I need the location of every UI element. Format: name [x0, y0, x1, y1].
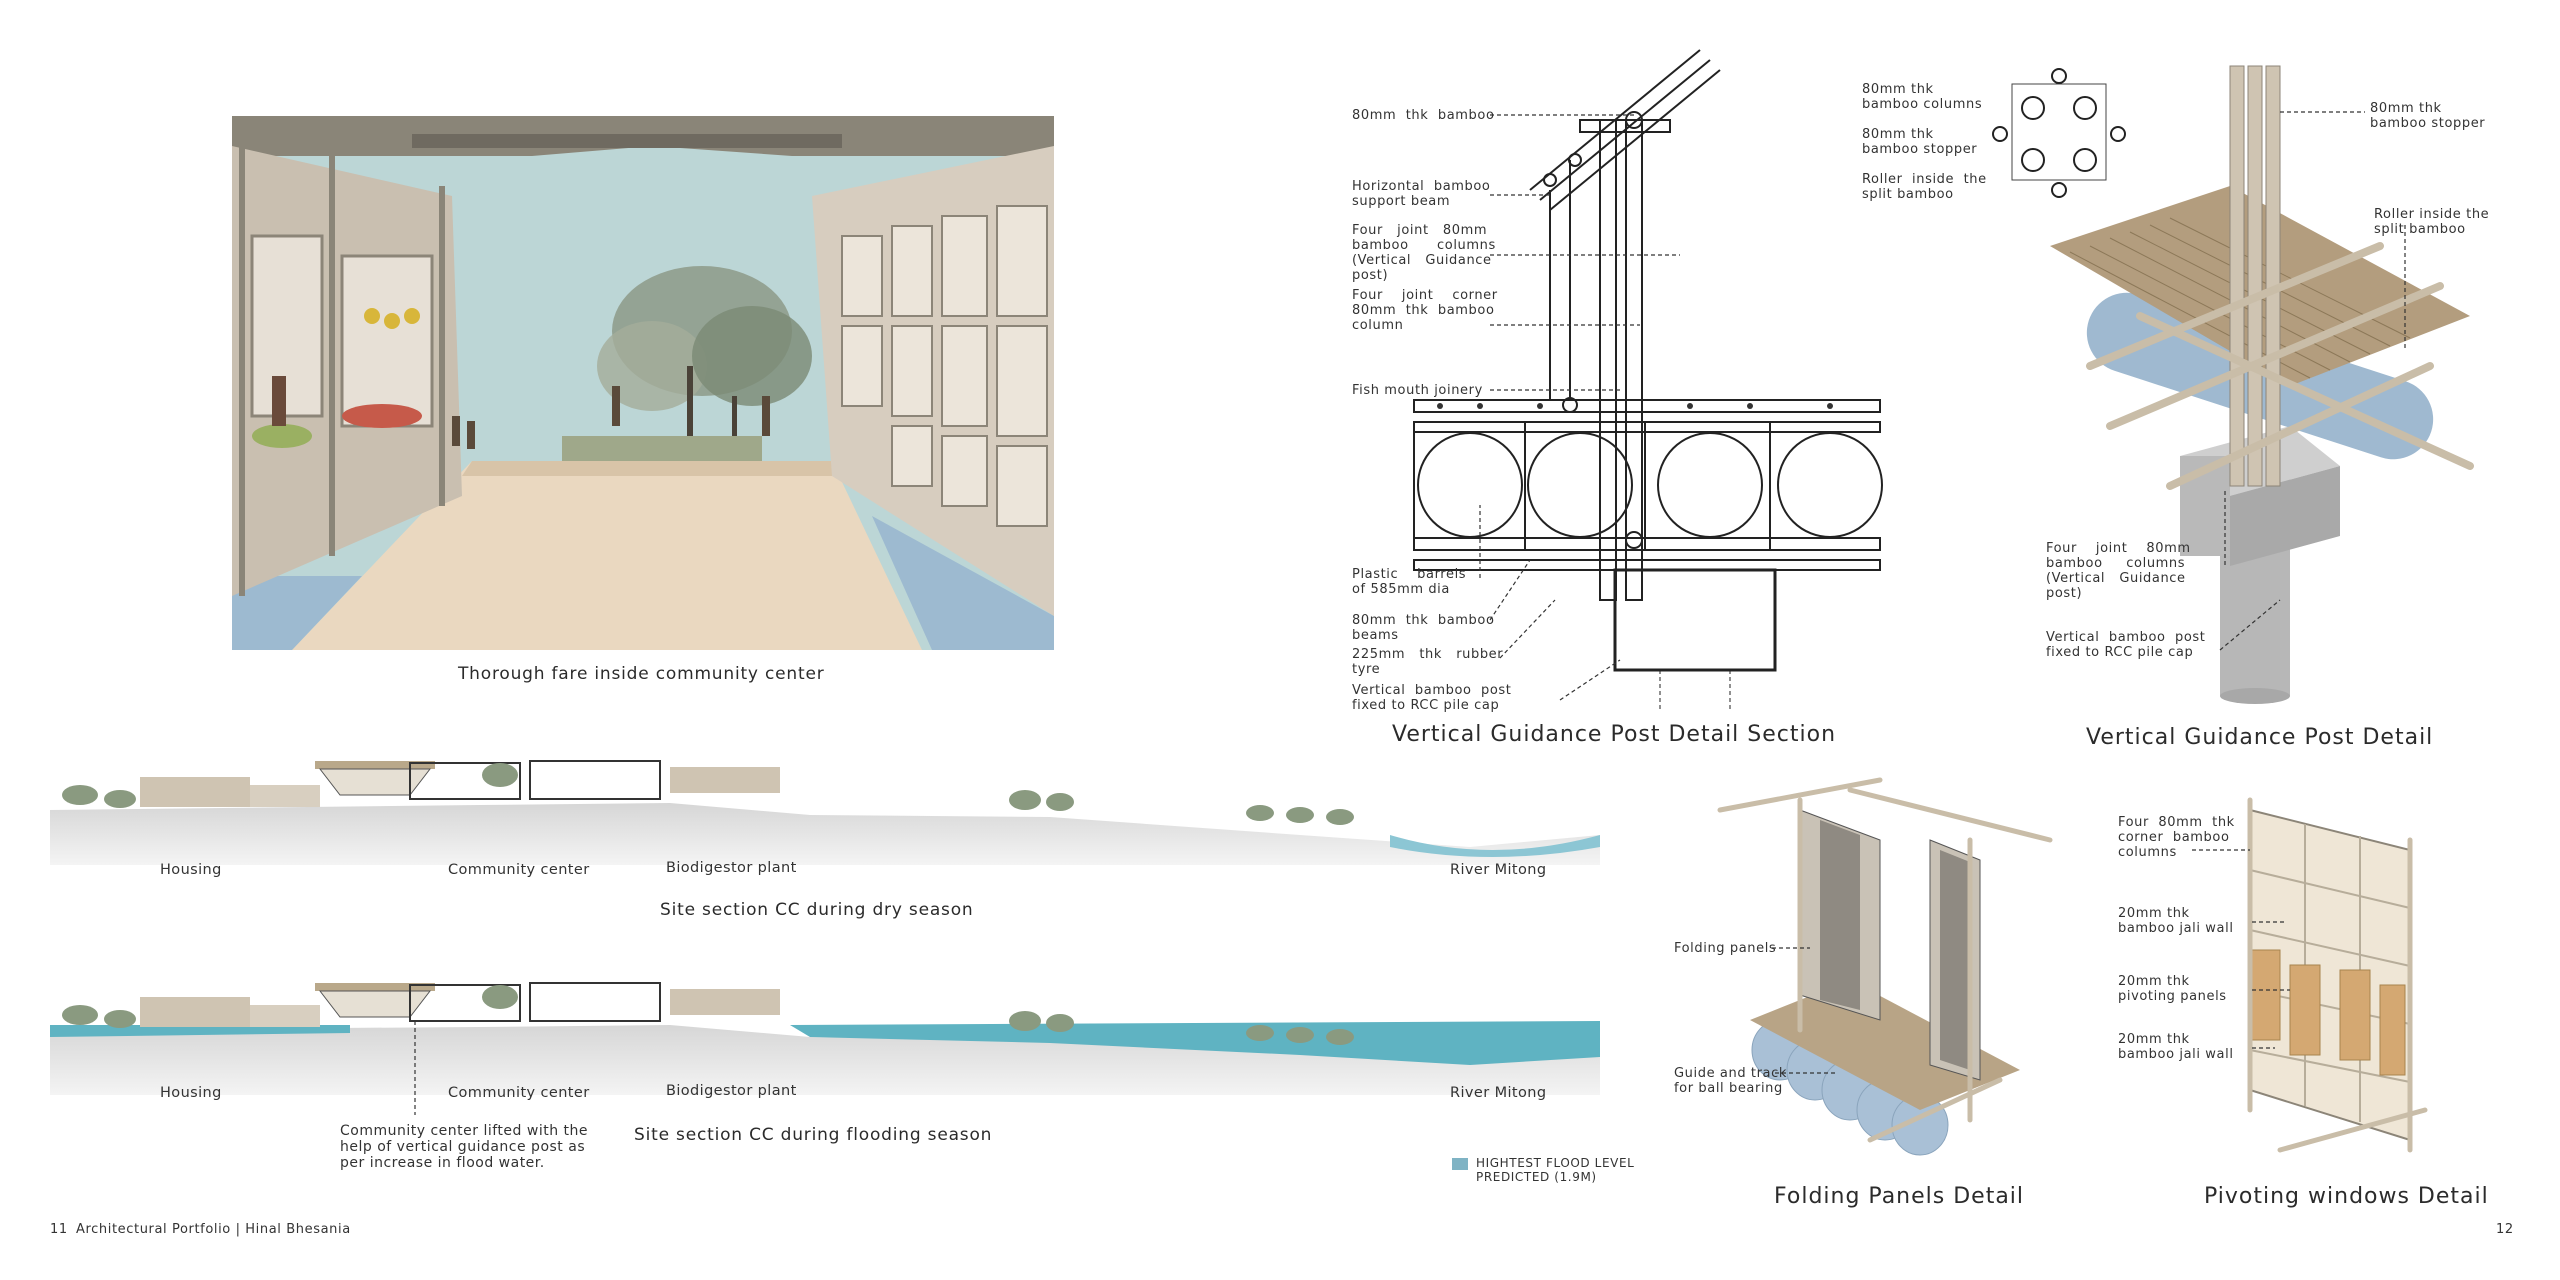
flood-note: Community center lifted with the help of…	[340, 1123, 588, 1171]
section-caption: Vertical Guidance Post Detail Section	[1392, 722, 1837, 747]
sec-label-bamboo: 80mm thk bamboo	[1352, 108, 1495, 123]
sec-label-corner-column: Four joint corner 80mm thk bamboo column	[1352, 288, 1498, 333]
flood-label-housing: Housing	[160, 1085, 222, 1101]
guidance-post-3d	[2050, 65, 2474, 704]
sec-label-barrels: Plastic barrels of 585mm dia	[1352, 567, 1467, 597]
guidance-post-plan	[1992, 68, 2126, 198]
dry-label-housing: Housing	[160, 862, 222, 878]
post-label-roller: Roller inside the split bamboo	[2374, 207, 2490, 237]
pivot-label-jali-top: 20mm thk bamboo jali wall	[2118, 906, 2234, 936]
fold-label-panels: Folding panels	[1674, 941, 1777, 956]
pivot-caption: Pivoting windows Detail	[2204, 1184, 2489, 1209]
flood-label-biodigestor: Biodigestor plant	[666, 1083, 797, 1099]
sec-label-support-beam: Horizontal bamboo support beam	[1352, 179, 1491, 209]
plan-label-columns: 80mm thk bamboo columns	[1862, 82, 1983, 112]
site-section-dry	[50, 760, 1600, 865]
plan-label-stopper: 80mm thk bamboo stopper	[1862, 127, 1978, 157]
dry-label-biodigestor: Biodigestor plant	[666, 860, 797, 876]
flood-label-river: River Mitong	[1450, 1085, 1547, 1101]
sec-label-pile-cap: Vertical bamboo post fixed to RCC pile c…	[1352, 683, 1512, 713]
fold-label-track: Guide and track for ball bearing	[1674, 1066, 1787, 1096]
post-caption: Vertical Guidance Post Detail	[2086, 725, 2434, 750]
post-label-four-joint: Four joint 80mm bamboo columns (Vertical…	[2046, 541, 2191, 601]
flood-legend-text: HIGHTEST FLOOD LEVEL PREDICTED (1.9M)	[1476, 1156, 1635, 1184]
flood-caption: Site section CC during flooding season	[634, 1125, 993, 1145]
plan-label-roller: Roller inside the split bamboo	[1862, 172, 1987, 202]
post-label-stopper: 80mm thk bamboo stopper	[2370, 101, 2486, 131]
guidance-post-section-drawing	[1413, 49, 1883, 710]
dry-label-river: River Mitong	[1450, 862, 1547, 878]
pivot-label-jali-bottom: 20mm thk bamboo jali wall	[2118, 1032, 2234, 1062]
pivot-label-columns: Four 80mm thk corner bamboo columns	[2118, 815, 2235, 860]
footer-portfolio-title: Architectural Portfolio | Hinal Bhesania	[76, 1222, 351, 1237]
flood-label-community: Community center	[448, 1085, 590, 1101]
sec-label-four-joint: Four joint 80mm bamboo columns (Vertical…	[1352, 223, 1496, 283]
folding-caption: Folding Panels Detail	[1774, 1184, 2025, 1209]
footer-right-page-number: 12	[2496, 1222, 2514, 1237]
sec-label-fish-mouth: Fish mouth joinery	[1352, 383, 1483, 398]
site-section-flood	[50, 982, 1600, 1115]
render-caption: Thorough fare inside community center	[458, 664, 825, 684]
pivoting-windows-drawing	[2247, 797, 2428, 1153]
post-label-pile-cap: Vertical bamboo post fixed to RCC pile c…	[2046, 630, 2206, 660]
footer-left-page-number: 11	[50, 1222, 68, 1237]
sec-label-beams: 80mm thk bamboo beams	[1352, 613, 1495, 643]
pivot-label-panels: 20mm thk pivoting panels	[2118, 974, 2227, 1004]
folding-panels-drawing	[1717, 777, 2053, 1156]
dry-caption: Site section CC during dry season	[660, 900, 974, 920]
sec-label-tyre: 225mm thk rubber tyre	[1352, 647, 1504, 677]
dry-label-community: Community center	[448, 862, 590, 878]
thoroughfare-render	[232, 116, 1054, 650]
flood-legend-swatch	[1452, 1158, 1468, 1170]
